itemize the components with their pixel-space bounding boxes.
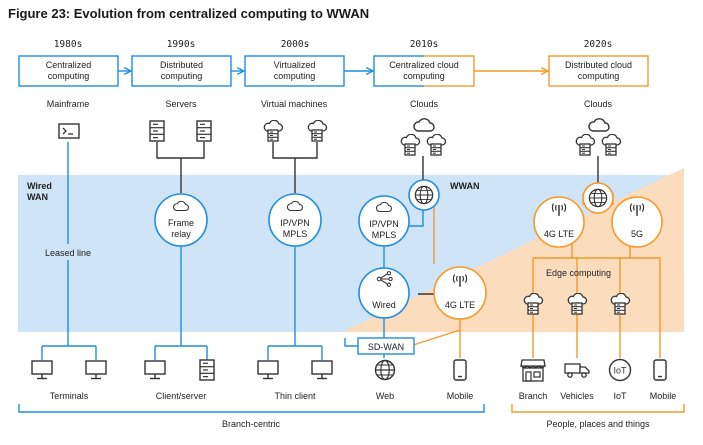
connectors	[41, 142, 661, 360]
branch-centric-bracket	[18, 404, 485, 413]
leased-line-label: Leased line	[45, 248, 91, 258]
label-client-server: Client/server	[156, 391, 207, 401]
sd-wan-label: SD-WAN	[368, 342, 404, 352]
era-timeline: 1980s 1990s 2000s 2010s 2020s Centralize…	[18, 39, 649, 87]
cloud-server-icon	[601, 134, 622, 156]
era-box-2020s-line2: computing	[578, 71, 620, 81]
node-5g	[611, 196, 663, 248]
era-box-2000s-line2: computing	[274, 71, 316, 81]
label-thin-client: Thin client	[274, 391, 316, 401]
node-ipvpn-2010s	[358, 195, 410, 247]
label-clouds-2020s: Clouds	[584, 99, 613, 109]
node-4g-lte-2010s	[433, 266, 487, 320]
band-labels: Wired WAN Leased line WWAN Edge computin…	[27, 181, 611, 278]
label-iot: IoT	[613, 391, 627, 401]
frame-relay-label-line2: relay	[171, 229, 191, 239]
iot-icon	[608, 358, 632, 382]
footer-brackets: Branch-centric People, places and things	[18, 404, 685, 429]
figure-title: Figure 23: Evolution from centralized co…	[8, 6, 370, 21]
server-icon	[196, 120, 212, 142]
store-icon	[520, 359, 546, 382]
era-box-1990s-line2: computing	[161, 71, 203, 81]
phone-icon	[653, 359, 667, 381]
era-box-2020s-line1: Distributed cloud	[565, 60, 632, 70]
branch-centric-label: Branch-centric	[222, 419, 281, 429]
terminal-icon	[58, 123, 80, 139]
wired-label: Wired	[372, 300, 396, 310]
frame-relay-label-line1: Frame	[168, 218, 194, 228]
leased-line-label-bg	[37, 244, 99, 260]
lte-2010s-label: 4G LTE	[445, 300, 475, 310]
truck-icon	[564, 363, 590, 378]
label-servers: Servers	[165, 99, 197, 109]
bottom-labels: Terminals Client/server Thin client Web …	[50, 391, 677, 401]
era-box-2010s-line1: Centralized cloud	[389, 60, 459, 70]
era-box-2010s-line2: computing	[403, 71, 445, 81]
era-box-1980s	[18, 55, 119, 87]
era-box-2000s-line1: Virtualized	[274, 60, 316, 70]
cloud-server-icon	[400, 134, 421, 156]
server-icon	[149, 120, 165, 142]
bottom-icons	[31, 358, 667, 382]
monitor-icon	[257, 360, 279, 380]
monitor-icon	[31, 360, 53, 380]
node-4g-lte-2020s	[533, 196, 585, 248]
server-icon	[199, 359, 215, 381]
wwan-label: WWAN	[450, 181, 480, 191]
node-wired	[358, 267, 410, 319]
monitor-icon	[311, 360, 333, 380]
edge-computing-label: Edge computing	[546, 268, 611, 278]
cloud-server-icon	[307, 120, 328, 142]
cloud-server-icon	[426, 134, 447, 156]
era-year-1980s: 1980s	[54, 39, 83, 50]
node-frame-relay	[154, 193, 208, 247]
era-year-2000s: 2000s	[281, 39, 310, 50]
top-icons	[58, 118, 622, 156]
globe-icon	[414, 185, 434, 205]
globe-icon	[374, 359, 396, 381]
era-box-2010s	[373, 55, 475, 87]
label-vehicles: Vehicles	[560, 391, 594, 401]
wired-wan-label-line2: WAN	[27, 192, 48, 202]
ipvpn-2000s-label-line1: IP/VPN	[280, 218, 310, 228]
ipvpn-2000s-label-line2: MPLS	[283, 229, 308, 239]
era-labels: Mainframe Servers Virtual machines Cloud…	[47, 99, 613, 109]
sd-wan-box	[357, 337, 415, 355]
network-nodes: Frame relay IP/VPN MPLS IP/VPN MPLS Wire…	[154, 179, 663, 320]
wired-wan-label-line1: Wired	[27, 181, 52, 191]
era-year-2010s: 2010s	[410, 39, 439, 50]
ipvpn-2010s-label-line2: MPLS	[372, 230, 397, 240]
label-web: Web	[376, 391, 394, 401]
label-clouds-2010s: Clouds	[410, 99, 439, 109]
people-places-bracket	[511, 404, 685, 413]
monitor-icon	[144, 360, 166, 380]
five-g-label: 5G	[631, 229, 643, 239]
people-places-label: People, places and things	[546, 419, 650, 429]
label-branch: Branch	[519, 391, 548, 401]
label-terminals: Terminals	[50, 391, 89, 401]
cloud-icon	[413, 118, 435, 132]
cloud-icon	[588, 118, 610, 132]
era-box-1980s-line1: Centralized	[46, 60, 92, 70]
era-year-2020s: 2020s	[584, 39, 613, 50]
cloud-server-icon	[575, 134, 596, 156]
era-year-1990s: 1990s	[167, 39, 196, 50]
label-mobile-2010s: Mobile	[447, 391, 474, 401]
lte-2020s-label: 4G LTE	[544, 229, 574, 239]
era-box-1980s-line2: computing	[48, 71, 90, 81]
era-box-2000s	[244, 55, 345, 87]
phone-icon	[453, 359, 467, 381]
globe-icon	[588, 188, 608, 208]
label-virtual-machines: Virtual machines	[261, 99, 328, 109]
label-mainframe: Mainframe	[47, 99, 90, 109]
era-box-1990s-line1: Distributed	[160, 60, 203, 70]
node-ipvpn-2000s	[268, 193, 322, 247]
monitor-icon	[85, 360, 107, 380]
era-box-2020s	[548, 55, 649, 87]
label-mobile-2020s: Mobile	[650, 391, 677, 401]
ipvpn-2010s-label-line1: IP/VPN	[369, 219, 399, 229]
cloud-server-icon	[263, 120, 284, 142]
